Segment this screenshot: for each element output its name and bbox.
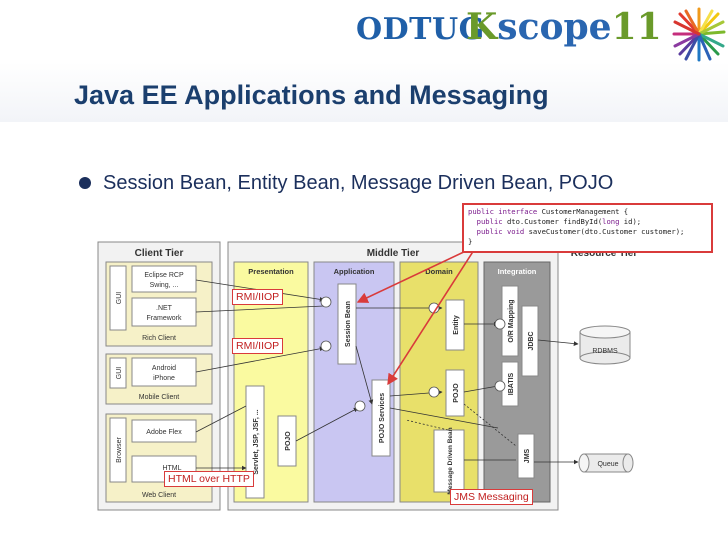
pojo-services-box	[371, 379, 391, 457]
orm-label: O/R Mapping	[508, 299, 515, 342]
rich-gui-label: GUI	[116, 292, 123, 305]
pojo-services-label: POJO Services	[379, 393, 386, 443]
mobile-gui-box	[109, 357, 127, 389]
code-line-2: public dto.Customer findById(long id);	[476, 217, 642, 226]
jdbc-label: JDBC	[528, 331, 535, 350]
web-client-label: Web Client	[142, 492, 176, 499]
queue-cylinder-icon	[578, 453, 634, 473]
rmi-iiop-callout-2: RMI/IIOP	[232, 338, 284, 354]
kscope-logo-number: 11	[611, 6, 662, 48]
eclipse-rcp-box	[131, 265, 197, 293]
jsf-box	[245, 385, 265, 499]
entity-label: Entity	[453, 315, 460, 335]
pojo-domain-box	[445, 369, 465, 417]
browser-box	[109, 417, 127, 483]
jms-messaging-callout: JMS Messaging	[450, 489, 533, 505]
swirl-logo-icon	[672, 7, 726, 62]
rich-gui-box	[109, 265, 127, 331]
dotnet-box	[131, 297, 197, 327]
queue-label: Queue	[597, 461, 618, 468]
pojo-domain-label: POJO	[453, 383, 460, 403]
jsf-label: Servlet, JSP, JSF, ...	[253, 409, 260, 474]
code-line-4: }	[468, 237, 473, 246]
entity-box	[445, 299, 465, 351]
jms-label: JMS	[524, 448, 531, 463]
red-pointer-arrows	[356, 249, 475, 386]
code-line-3: public void saveCustomer(dto.Customer cu…	[476, 227, 685, 236]
mdb-box	[433, 429, 465, 493]
jms-box	[517, 433, 535, 479]
rich-client-label: Rich Client	[142, 335, 176, 342]
connector-dots	[320, 296, 506, 412]
android-label: Android	[152, 365, 176, 372]
pojo-presentation-label: POJO	[285, 431, 292, 451]
session-bean-box	[337, 283, 357, 365]
mobile-client-label: Mobile Client	[139, 394, 180, 401]
client-tier-label: Client Tier	[135, 248, 184, 259]
jdbc-box	[521, 305, 539, 377]
title-bar	[0, 62, 728, 122]
rmi-iiop-callout-1: RMI/IIOP	[232, 289, 284, 305]
application-label: Application	[334, 267, 375, 276]
session-bean-label: Session Bean	[345, 301, 352, 347]
ibatis-label: IBATIS	[508, 372, 515, 395]
connector-lines	[195, 279, 579, 471]
adobe-flex-label: Adobe Flex	[146, 429, 182, 436]
eclipse-rcp-label: Eclipse RCP	[144, 272, 184, 279]
banner: ODTUG Kscope11	[0, 0, 728, 62]
rdbms-label: RDBMS	[592, 348, 618, 355]
html-label: HTML	[162, 465, 181, 472]
kscope-logo: Kscope11	[466, 6, 662, 48]
kscope-logo-k: K	[466, 6, 498, 48]
kscope-logo-rest: scope	[497, 6, 612, 48]
code-line-1: public interface CustomerManagement {	[468, 207, 629, 216]
bullet-point-icon	[79, 177, 91, 189]
framework-label: Framework	[146, 315, 182, 322]
presentation-label: Presentation	[248, 267, 294, 276]
architecture-diagram: Client Tier GUI Eclipse RCP Swing, ... .…	[97, 241, 638, 511]
android-box	[131, 357, 197, 387]
rdbms-cylinder-icon	[579, 325, 631, 365]
code-snippet: public interface CustomerManagement { pu…	[462, 203, 713, 253]
domain-label: Domain	[425, 267, 453, 276]
swing-label: Swing, ...	[150, 282, 179, 289]
resource-tier-label: Resource Tier	[571, 248, 638, 259]
mobile-gui-label: GUI	[116, 367, 123, 380]
browser-label: Browser	[116, 437, 123, 463]
adobe-flex-box	[131, 419, 197, 443]
bullet-text: Session Bean, Entity Bean, Message Drive…	[103, 172, 614, 194]
slide-title: Java EE Applications and Messaging	[74, 80, 549, 110]
odtug-logo: ODTUG	[356, 12, 485, 47]
iphone-label: iPhone	[153, 375, 175, 382]
middle-tier-label: Middle Tier	[367, 248, 420, 259]
integration-label: Integration	[498, 267, 537, 276]
mdb-label: Message Driven Bean	[447, 427, 454, 494]
dotnet-label: .NET	[156, 305, 173, 312]
html-over-http-callout: HTML over HTTP	[164, 471, 254, 487]
